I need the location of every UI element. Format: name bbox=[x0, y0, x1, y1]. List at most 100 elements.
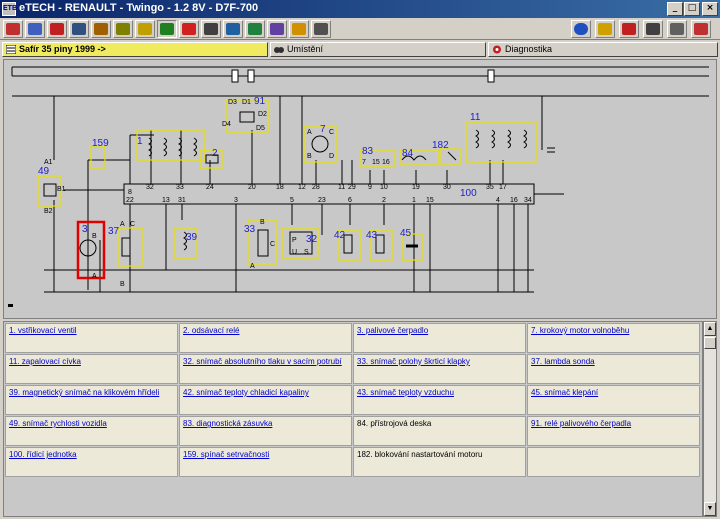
wiring-button[interactable] bbox=[157, 20, 177, 38]
component-list-item[interactable]: 49. snímač rychlosti vozidla bbox=[5, 416, 178, 446]
component-list-item[interactable]: 83. diagnostická zásuvka bbox=[179, 416, 352, 446]
info-button[interactable] bbox=[595, 20, 615, 38]
clock-button[interactable] bbox=[245, 20, 265, 38]
info-icon bbox=[598, 23, 612, 35]
checklist-button[interactable] bbox=[47, 20, 67, 38]
component-list-item[interactable]: 39. magnetický snímač na klikovém hřídel… bbox=[5, 385, 178, 415]
scroll-up-button[interactable]: ▲ bbox=[704, 322, 716, 336]
component-label: 83 bbox=[362, 146, 374, 157]
car-button[interactable] bbox=[3, 20, 23, 38]
engine-button[interactable] bbox=[91, 20, 111, 38]
component-link[interactable]: 49. snímač rychlosti vozidla bbox=[9, 419, 107, 428]
component-link[interactable]: 43. snímač teploty vzduchu bbox=[357, 388, 454, 397]
gearbox-button[interactable] bbox=[201, 20, 221, 38]
scroll-thumb[interactable] bbox=[704, 337, 716, 349]
pin-label: 15 bbox=[372, 159, 380, 166]
tab-location[interactable]: Umístění bbox=[270, 42, 486, 57]
globe-button[interactable] bbox=[571, 20, 591, 38]
component-pin-labels: A1 B1 B2 D3 D1 D2 D4 D5 A B C D 7 15 16 … bbox=[44, 99, 390, 288]
component-label: 42 bbox=[334, 230, 346, 241]
magnifier-button[interactable] bbox=[25, 20, 45, 38]
pencil-button[interactable] bbox=[135, 20, 155, 38]
component-link[interactable]: 100. řídicí jednotka bbox=[9, 450, 77, 459]
vertical-scrollbar[interactable]: ▲ ▼ bbox=[703, 321, 717, 517]
help-icon bbox=[694, 23, 708, 35]
component-link[interactable]: 11. zapalovací cívka bbox=[9, 357, 81, 366]
component-list-item[interactable]: 100. řídicí jednotka bbox=[5, 447, 178, 477]
component-link[interactable]: 33. snímač polohy škrticí klapky bbox=[357, 357, 470, 366]
seat-icon bbox=[270, 23, 284, 35]
component-list-item[interactable]: 159. spínač setrvačnosti bbox=[179, 447, 352, 477]
maximize-button[interactable]: □ bbox=[684, 2, 700, 16]
print-button[interactable] bbox=[643, 20, 663, 38]
component-link[interactable]: 7. krokový motor volnoběhu bbox=[531, 326, 630, 335]
minimize-button[interactable]: _ bbox=[667, 2, 683, 16]
component-label: 45 bbox=[400, 228, 412, 239]
ac-icon bbox=[226, 23, 240, 35]
component-list-item[interactable]: 43. snímač teploty vzduchu bbox=[353, 385, 526, 415]
component-link[interactable]: 83. diagnostická zásuvka bbox=[183, 419, 273, 428]
component-link[interactable]: 91. relé palivového čerpadla bbox=[531, 419, 632, 428]
component-list-item[interactable]: 33. snímač polohy škrticí klapky bbox=[353, 354, 526, 384]
wiring-diagram[interactable]: 49 159 1 2 91 7 83 84 182 11 100 3 37 39… bbox=[3, 59, 717, 319]
component-link[interactable]: 37. lambda sonda bbox=[531, 357, 595, 366]
component-list-item[interactable]: 32. snímač absolutního tlaku v sacím pot… bbox=[179, 354, 352, 384]
close-button[interactable]: × bbox=[702, 2, 718, 16]
battery-button[interactable] bbox=[113, 20, 133, 38]
calculator-button[interactable] bbox=[667, 20, 687, 38]
tab-wiring[interactable]: Safír 35 piny 1999 -> bbox=[2, 42, 268, 57]
component-list-item[interactable]: 2. odsávací relé bbox=[179, 323, 352, 353]
user-button[interactable] bbox=[619, 20, 639, 38]
ecu-pin: 31 bbox=[178, 197, 186, 204]
component-label: 32 bbox=[306, 234, 318, 245]
component-list-item[interactable]: 7. krokový motor volnoběhu bbox=[527, 323, 700, 353]
component-link[interactable]: 45. snímač klepání bbox=[531, 388, 599, 397]
component-list-item[interactable]: 91. relé palivového čerpadla bbox=[527, 416, 700, 446]
pin-label: 16 bbox=[382, 159, 390, 166]
component-link[interactable]: 39. magnetický snímač na klikovém hřídel… bbox=[9, 388, 160, 397]
scroll-down-button[interactable]: ▼ bbox=[704, 502, 716, 516]
component-link[interactable]: 42. snímač teploty chladicí kapaliny bbox=[183, 388, 309, 397]
user-icon bbox=[622, 23, 636, 35]
ecu-pin: 20 bbox=[248, 184, 256, 191]
component-list-item[interactable]: 11. zapalovací cívka bbox=[5, 354, 178, 384]
component-list-item[interactable]: 3. palivové čerpadlo bbox=[353, 323, 526, 353]
tab-bar: Safír 35 piny 1999 -> Umístění Diagnosti… bbox=[0, 41, 720, 58]
component-link[interactable]: 3. palivové čerpadlo bbox=[357, 326, 429, 335]
component-link[interactable]: 159. spínač setrvačnosti bbox=[183, 450, 270, 459]
help-button[interactable] bbox=[691, 20, 711, 38]
component-link[interactable]: 2. odsávací relé bbox=[183, 326, 240, 335]
window-title: eTECH - RENAULT - Twingo - 1.2 8V - D7F-… bbox=[19, 2, 259, 14]
ecu-pin: 23 bbox=[318, 197, 326, 204]
pin-label: D bbox=[329, 153, 334, 160]
ac-button[interactable] bbox=[223, 20, 243, 38]
ecu-pin: 29 bbox=[348, 184, 356, 191]
abs-button[interactable] bbox=[179, 20, 199, 38]
radio-button[interactable] bbox=[311, 20, 331, 38]
tab-diagnostics[interactable]: Diagnostika bbox=[488, 42, 718, 57]
seat-button[interactable] bbox=[267, 20, 287, 38]
component-list-item[interactable]: 42. snímač teploty chladicí kapaliny bbox=[179, 385, 352, 415]
light-button[interactable] bbox=[289, 20, 309, 38]
ecu-pin: 28 bbox=[312, 184, 320, 191]
component-list-item[interactable]: 37. lambda sonda bbox=[527, 354, 700, 384]
tab-label: Umístění bbox=[287, 44, 324, 54]
pin-label: 7 bbox=[362, 159, 366, 166]
pencil-icon bbox=[138, 23, 152, 35]
pin-label: C bbox=[329, 129, 334, 136]
app-logo-icon[interactable]: ETB bbox=[2, 2, 17, 16]
ecu-pin: 11 bbox=[338, 184, 345, 191]
component-link[interactable]: 1. vstřikovací ventil bbox=[9, 326, 77, 335]
ecu-pin: 34 bbox=[524, 197, 532, 204]
component-link[interactable]: 32. snímač absolutního tlaku v sacím pot… bbox=[183, 357, 342, 366]
component-label: 182 bbox=[432, 140, 449, 151]
engine-icon bbox=[94, 23, 108, 35]
component-label: 3 bbox=[82, 224, 88, 235]
wrench-button[interactable] bbox=[69, 20, 89, 38]
pin-label: U bbox=[292, 249, 297, 256]
component-list-item[interactable]: 1. vstřikovací ventil bbox=[5, 323, 178, 353]
binoculars-icon bbox=[274, 47, 284, 53]
component-label: 2 bbox=[212, 148, 218, 159]
print-icon bbox=[646, 23, 660, 35]
component-list-item[interactable]: 45. snímač klepání bbox=[527, 385, 700, 415]
